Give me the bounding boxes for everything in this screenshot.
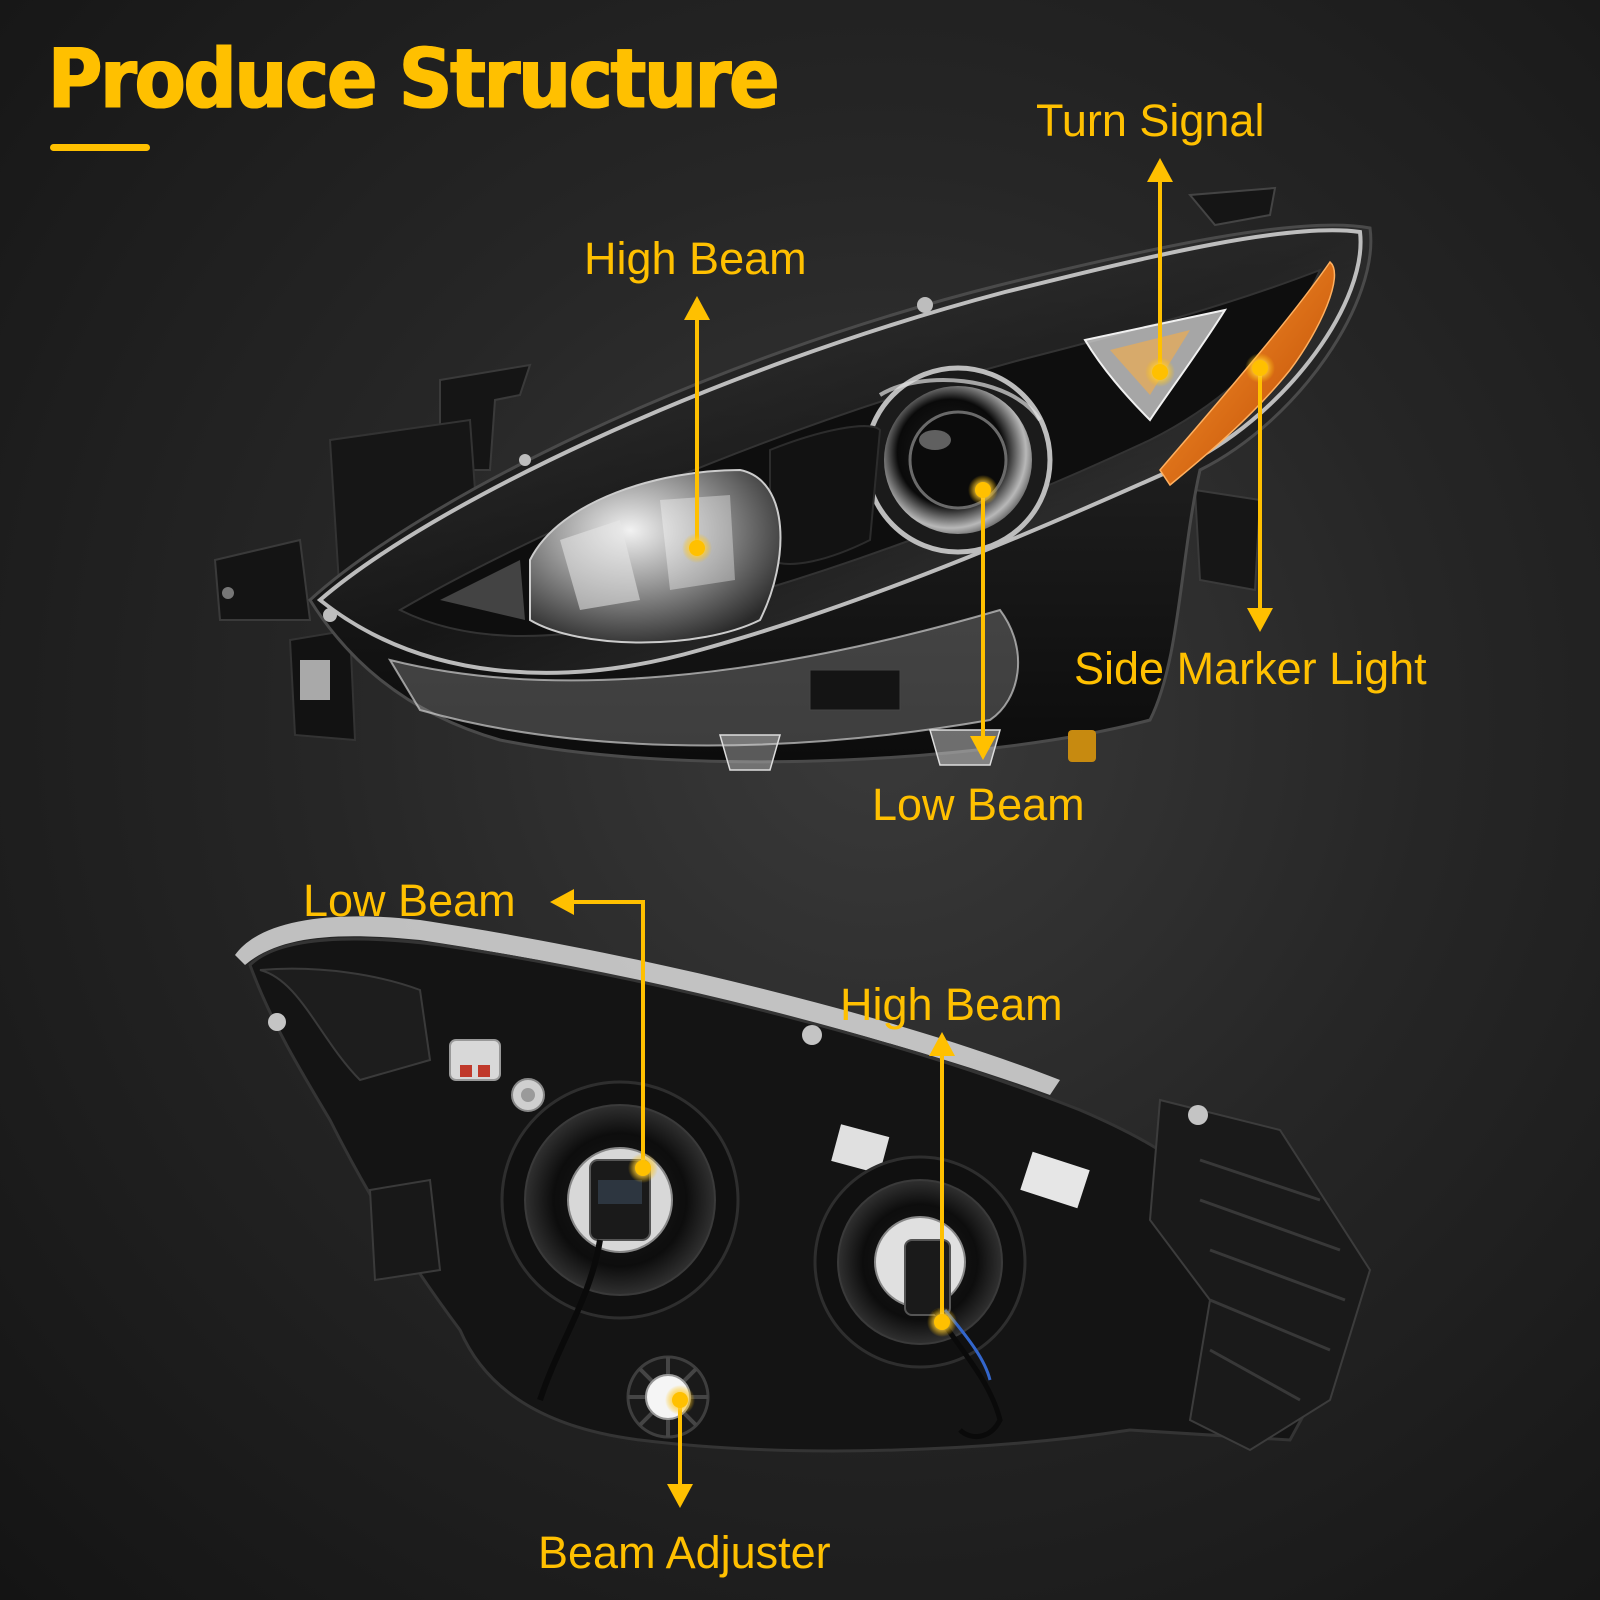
- label-turn-signal: Turn Signal: [1036, 95, 1265, 146]
- label-beam-adjuster: Beam Adjuster: [538, 1527, 831, 1578]
- label-low-beam-top: Low Beam: [872, 779, 1085, 830]
- callout-dots: [628, 353, 1275, 1415]
- page-title: Produce Structure: [48, 31, 779, 128]
- label-high-beam-bottom: High Beam: [840, 979, 1063, 1030]
- label-side-marker-light: Side Marker Light: [1074, 643, 1427, 694]
- title-underline: [50, 144, 150, 151]
- headlight-rear-view: [235, 916, 1372, 1453]
- callout-graphics: [550, 158, 1273, 1508]
- label-high-beam-top: High Beam: [584, 233, 807, 284]
- label-low-beam-bottom: Low Beam: [303, 875, 516, 926]
